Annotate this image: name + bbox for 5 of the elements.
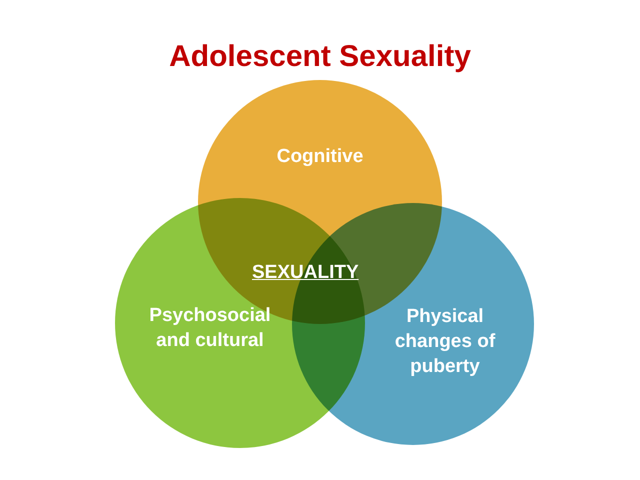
circle-label: Physical changes of puberty [394, 305, 496, 379]
circle-label: Psychosocial and cultural [148, 304, 272, 353]
circle-label: Cognitive [276, 145, 364, 169]
center-label: SEXUALITY [252, 262, 359, 284]
title: Adolescent Sexuality [168, 40, 472, 74]
